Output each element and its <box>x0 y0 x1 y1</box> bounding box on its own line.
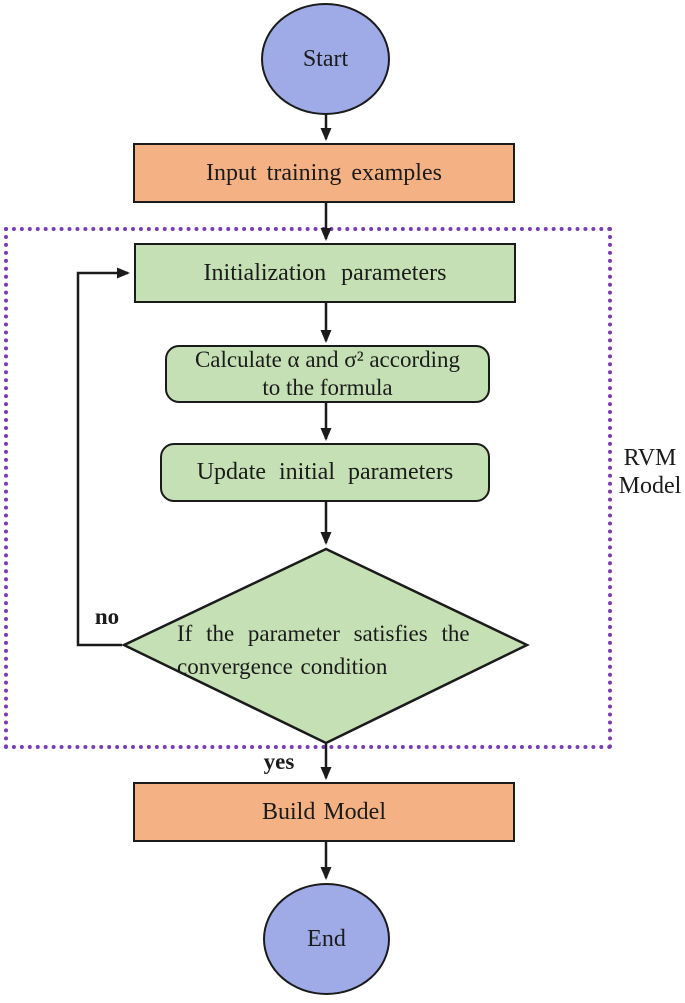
rvm-model-group-border <box>4 227 612 749</box>
node-calc-label-line1: Calculate α and σ² according <box>194 347 461 372</box>
rvm-model-group-label: RVM Model <box>610 444 685 500</box>
node-build-label: Build Model <box>261 798 386 825</box>
node-input-training-examples: Input training examples <box>133 143 515 203</box>
node-input-label: Input training examples <box>206 159 442 186</box>
node-calc-label-line2: to the formula <box>262 375 393 400</box>
node-build-model: Build Model <box>133 782 515 842</box>
edge-label-yes: yes <box>263 749 295 774</box>
node-update-label: Update initial parameters <box>196 459 454 485</box>
decision-label: If the parameter satisfies the convergen… <box>177 617 487 683</box>
node-update-initial-parameters: Update initial parameters <box>160 443 490 502</box>
decision-label-line1: If the parameter satisfies the <box>177 621 470 646</box>
rvm-model-group-label-line1: RVM <box>623 445 677 471</box>
rvm-model-group-label-line2: Model <box>618 473 682 499</box>
decision-label-line2: convergence condition <box>177 654 388 679</box>
decision-diamond <box>121 547 530 745</box>
node-start-label: Start <box>302 45 349 72</box>
node-init-label: Initialization parameters <box>203 259 447 286</box>
node-end-label: End <box>307 925 346 952</box>
edge-label-no: no <box>94 604 120 629</box>
node-calculate-formula: Calculate α and σ² according to the form… <box>165 345 490 403</box>
arrow-no-loopback <box>76 267 130 647</box>
node-end: End <box>263 883 390 995</box>
node-initialization-parameters: Initialization parameters <box>134 243 516 303</box>
node-start: Start <box>261 3 390 115</box>
node-calc-label: Calculate α and σ² according to the form… <box>195 346 460 402</box>
